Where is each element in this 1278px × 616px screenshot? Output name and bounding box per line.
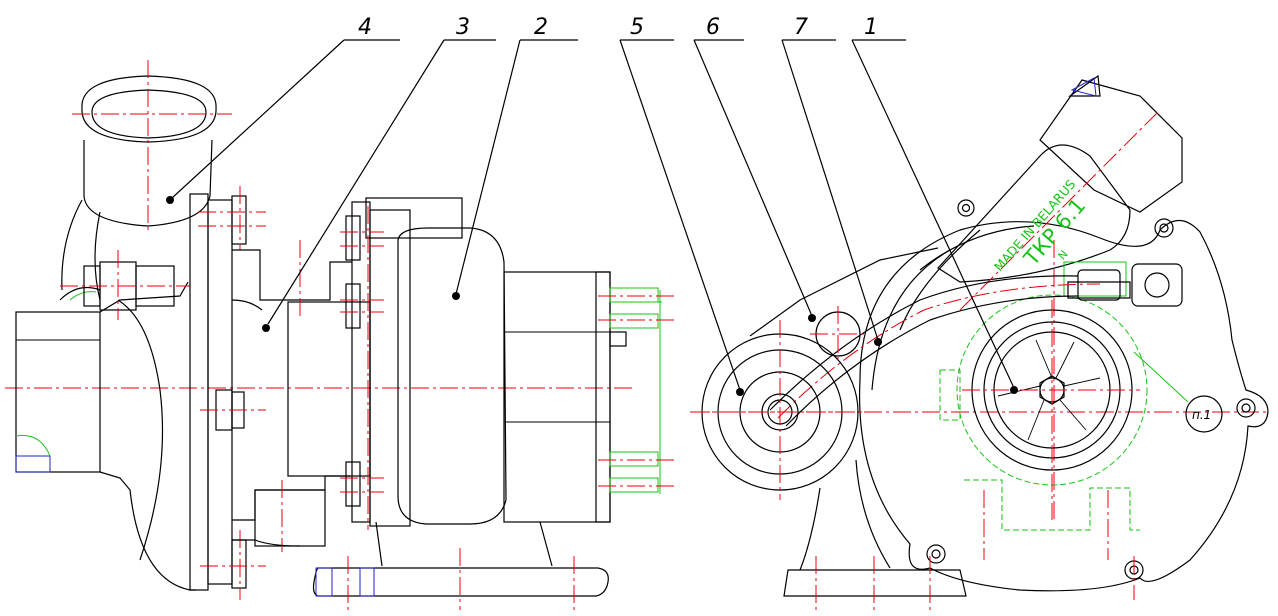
compressor-volute (858, 199, 1269, 592)
callout-2: 2 (534, 15, 548, 40)
callout-labels: 4 3 2 5 6 7 1 (358, 15, 878, 40)
callout-6: 6 (706, 15, 720, 40)
nameplate-suffix: N (1055, 248, 1070, 263)
flange-plate (189, 186, 266, 600)
callout-1: 1 (864, 15, 878, 40)
center-housing (231, 240, 371, 552)
compressor-housing-side (15, 250, 196, 591)
note-label: п.1 (1192, 408, 1211, 422)
mounting-foot-side (312, 521, 609, 610)
side-view (5, 60, 674, 610)
note-marker: п.1 (1133, 351, 1223, 433)
outlet-pipe (61, 60, 232, 301)
callout-leaders (166, 39, 1018, 396)
turbine-housing-side (340, 197, 674, 530)
compressor-wheel (939, 294, 1148, 531)
end-view: MADE IN BELARUS ТКР 6.1 N (690, 74, 1270, 610)
callout-3: 3 (456, 15, 470, 40)
callout-4: 4 (358, 15, 372, 40)
callout-5: 5 (630, 15, 644, 40)
callout-7: 7 (794, 15, 808, 40)
wastegate-actuator (899, 74, 1183, 331)
oil-pipe (769, 269, 1121, 427)
turbine-inlet (692, 247, 939, 500)
mounting-foot-end (783, 459, 1135, 610)
